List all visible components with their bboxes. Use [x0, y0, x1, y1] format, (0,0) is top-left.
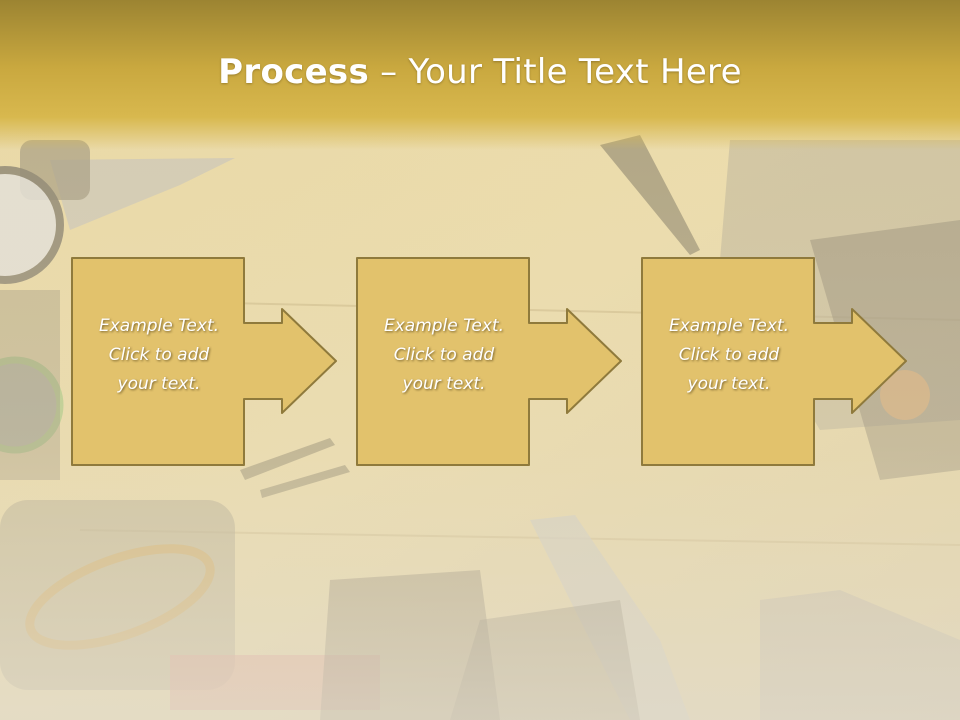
title-rest: Your Title Text Here [408, 52, 742, 92]
process-step-2[interactable]: Example Text. Click to add your text. [356, 257, 622, 467]
step-1-shape [71, 257, 337, 466]
step-3-text[interactable]: Example Text. Click to add your text. [668, 316, 790, 394]
title-bold-part: Process [218, 52, 370, 92]
step-1-text[interactable]: Example Text. Click to add your text. [98, 316, 220, 394]
process-step-3[interactable]: Example Text. Click to add your text. [641, 257, 907, 467]
step-2-shape [356, 257, 622, 466]
step-3-shape [641, 257, 907, 466]
title-separator: – [369, 52, 409, 92]
step-2-text[interactable]: Example Text. Click to add your text. [383, 316, 505, 394]
process-step-1[interactable]: Example Text. Click to add your text. [71, 257, 337, 467]
title-band [0, 0, 960, 150]
slide-title[interactable]: Process – Your Title Text Here [0, 52, 960, 92]
